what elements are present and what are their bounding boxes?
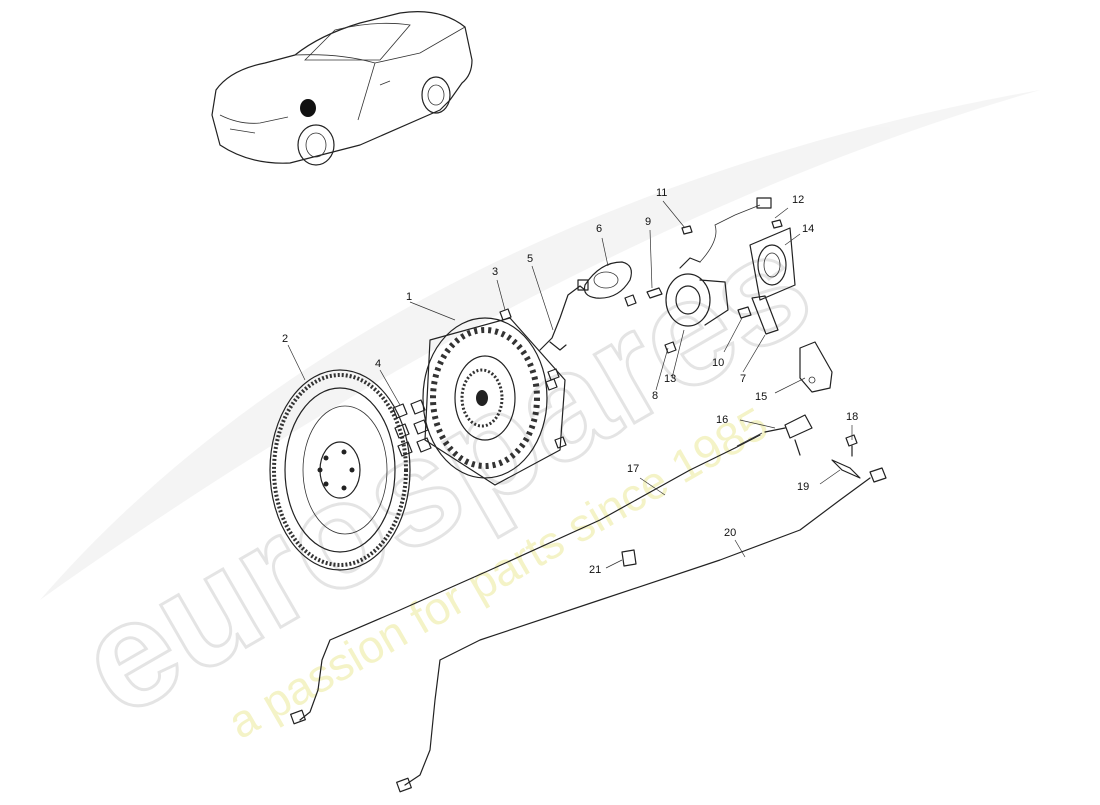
leader-lines bbox=[287, 200, 853, 569]
gasket-icon bbox=[583, 261, 632, 299]
callout-labels: 1 2 3 4 5 6 7 8 9 10 11 12 13 14 15 16 1… bbox=[282, 187, 858, 576]
flywheel-icon bbox=[269, 369, 411, 571]
callout-12[interactable]: 12 bbox=[792, 194, 804, 206]
pipe-17-icon bbox=[290, 432, 763, 725]
sensor-clip-icon bbox=[681, 219, 783, 235]
callout-14[interactable]: 14 bbox=[802, 223, 814, 235]
clip-19-icon bbox=[831, 459, 887, 483]
hydraulic-pipe-5-icon bbox=[539, 279, 589, 351]
pipe-connector-icon bbox=[764, 414, 813, 456]
callout-19[interactable]: 19 bbox=[797, 481, 809, 493]
callout-2[interactable]: 2 bbox=[282, 333, 288, 345]
small-bolts-icon bbox=[499, 294, 677, 449]
bolt-18-icon bbox=[845, 434, 858, 457]
clutch-plate-icon bbox=[422, 317, 566, 486]
bracket-icon bbox=[799, 341, 833, 393]
callout-11[interactable]: 11 bbox=[656, 187, 667, 199]
callout-13[interactable]: 13 bbox=[664, 373, 676, 385]
callout-10[interactable]: 10 bbox=[712, 357, 724, 369]
callout-6[interactable]: 6 bbox=[596, 223, 602, 235]
callout-4[interactable]: 4 bbox=[375, 358, 381, 370]
callout-21[interactable]: 21 bbox=[589, 564, 601, 576]
seal-icon bbox=[737, 295, 779, 335]
callout-18[interactable]: 18 bbox=[846, 411, 858, 423]
highlight-marker-icon bbox=[300, 99, 316, 117]
bolt-set-icon bbox=[392, 399, 432, 457]
callout-5[interactable]: 5 bbox=[527, 253, 533, 265]
bleed-nipple-icon bbox=[646, 287, 663, 299]
car-thumbnail-icon bbox=[211, 11, 473, 166]
spacer-ring-icon bbox=[749, 227, 796, 301]
pipe-20-icon bbox=[396, 477, 871, 793]
clip-21-icon bbox=[621, 549, 637, 567]
callout-8[interactable]: 8 bbox=[652, 390, 658, 402]
callout-1[interactable]: 1 bbox=[406, 291, 412, 303]
slave-cylinder-icon bbox=[665, 197, 772, 327]
callout-20[interactable]: 20 bbox=[724, 527, 736, 539]
watermark: eurospares a passion for parts since 198… bbox=[40, 90, 1040, 749]
callout-16[interactable]: 16 bbox=[716, 414, 728, 426]
callout-7[interactable]: 7 bbox=[740, 373, 746, 385]
callout-17[interactable]: 17 bbox=[627, 463, 639, 475]
callout-15[interactable]: 15 bbox=[755, 391, 767, 403]
callout-3[interactable]: 3 bbox=[492, 266, 498, 278]
callout-9[interactable]: 9 bbox=[645, 216, 651, 228]
